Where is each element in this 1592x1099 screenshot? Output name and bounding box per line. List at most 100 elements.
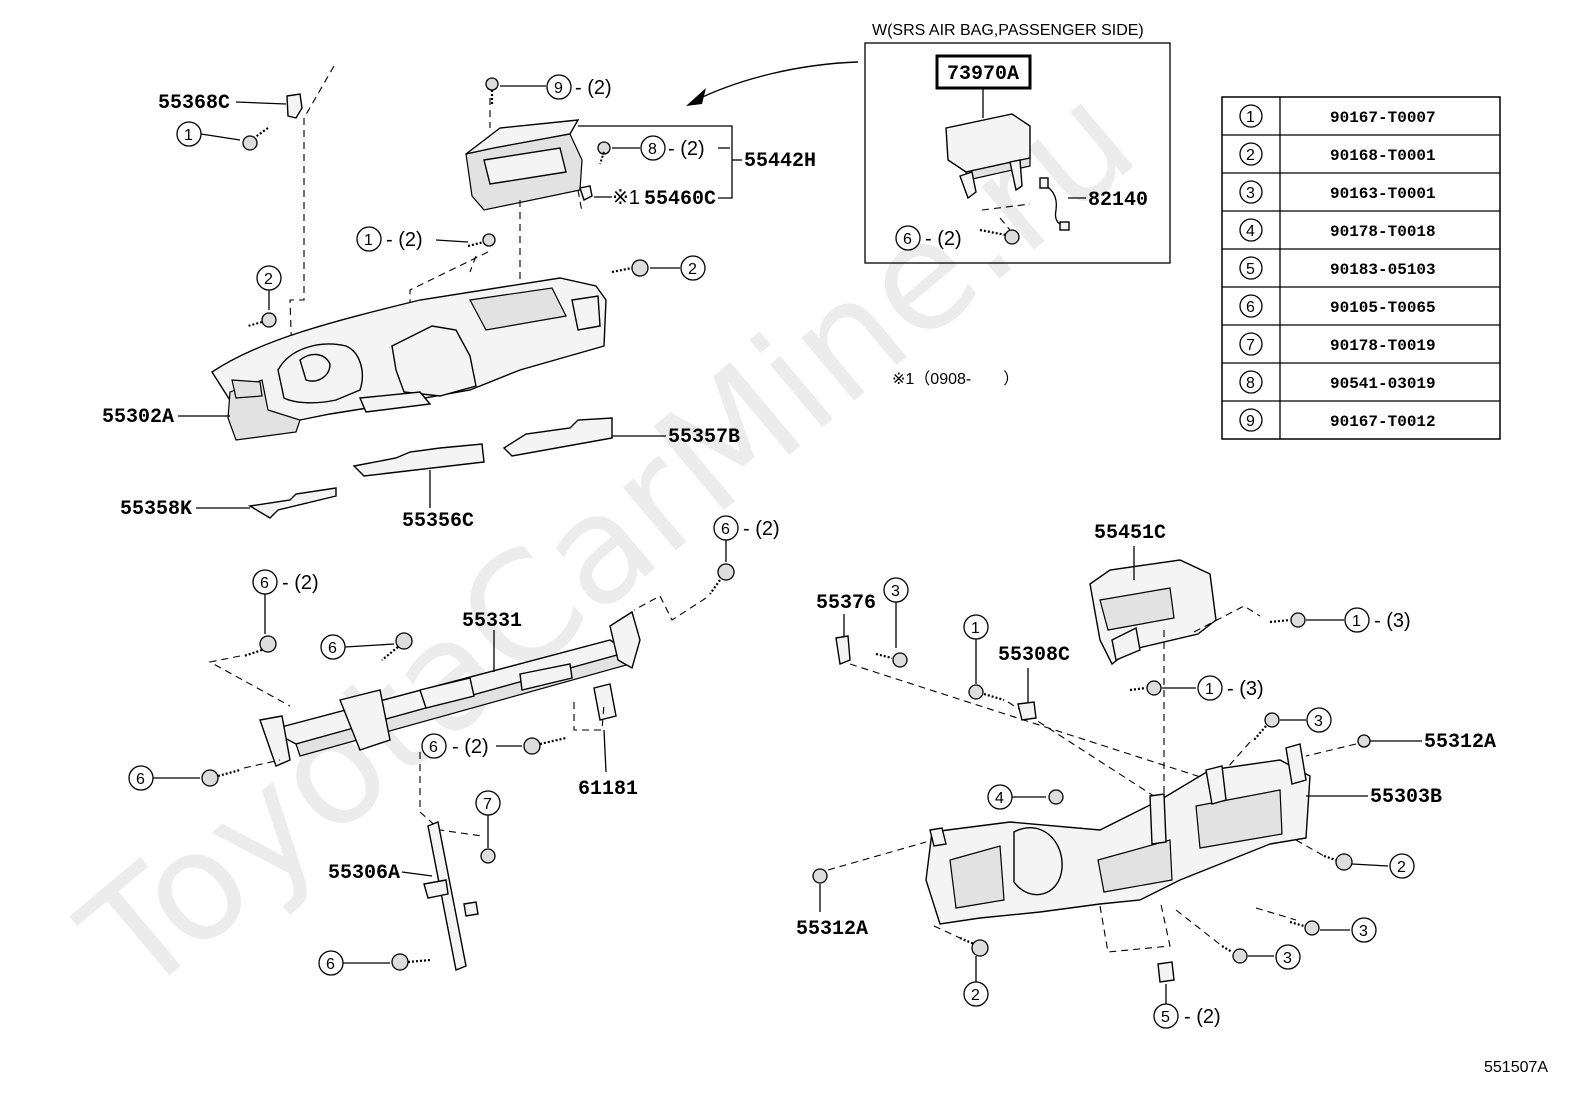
ref-circle-3[interactable]: 3 xyxy=(1283,950,1292,967)
part-55302A-label[interactable]: 55302A xyxy=(102,406,174,429)
svg-text:- (2): - (2) xyxy=(282,572,319,594)
legend-circle xyxy=(1239,256,1263,280)
bolt-icon xyxy=(381,632,413,661)
clip-55308C[interactable] xyxy=(1017,701,1037,721)
inset-fastener-num[interactable]: 6 xyxy=(903,231,912,248)
part-82140-label[interactable]: 82140 xyxy=(1088,189,1148,212)
bolt-icon xyxy=(959,936,989,957)
legend-row-part-number[interactable]: 90105-T0065 xyxy=(1330,299,1436,317)
screw-icon xyxy=(1253,712,1280,741)
bolt-icon xyxy=(1323,853,1353,871)
legend-circle xyxy=(1239,104,1263,128)
svg-text:- (2): - (2) xyxy=(452,736,489,758)
ref-circle-1[interactable]: 1 xyxy=(1205,681,1214,698)
legend-row-part-number[interactable]: 90168-T0001 xyxy=(1330,147,1436,165)
glove-box-55442H[interactable] xyxy=(465,119,583,211)
svg-text:- (2): - (2) xyxy=(575,77,612,99)
bracket-55451C[interactable] xyxy=(1089,559,1217,666)
ref-circle-3[interactable]: 3 xyxy=(1314,713,1323,730)
legend-row-part-number[interactable]: 90163-T0001 xyxy=(1330,185,1436,203)
ref-circle-2[interactable]: 2 xyxy=(1397,859,1406,876)
ref-circle-6[interactable]: 6 xyxy=(721,521,730,538)
svg-text:- (2): - (2) xyxy=(386,229,423,251)
part-55442H-label[interactable]: 55442H xyxy=(744,150,816,173)
nut-icon xyxy=(480,848,496,864)
part-55308C-label[interactable]: 55308C xyxy=(998,644,1070,667)
brace-55306A[interactable] xyxy=(423,821,479,971)
clip-55376[interactable] xyxy=(835,635,851,665)
ref-circle-2[interactable]: 2 xyxy=(971,987,980,1004)
legend-circle xyxy=(1239,408,1263,432)
ref-circle-6[interactable]: 6 xyxy=(326,956,335,973)
screw-icon xyxy=(1221,945,1248,964)
svg-text:- (2): - (2) xyxy=(1184,1006,1221,1028)
legend-row-part-number[interactable]: 90178-T0019 xyxy=(1330,337,1436,355)
part-61181-label[interactable]: 61181 xyxy=(578,778,638,801)
bolt-icon xyxy=(709,563,735,595)
clip-55312A[interactable] xyxy=(1357,734,1371,748)
clip-55312A[interactable] xyxy=(812,868,828,884)
ref-circle-2[interactable]: 2 xyxy=(264,271,273,288)
legend-row-part-number[interactable]: 90178-T0018 xyxy=(1330,223,1436,241)
legend-row-part-number[interactable]: 90167-T0012 xyxy=(1330,413,1436,431)
lower-panel-55303B[interactable] xyxy=(925,743,1311,925)
part-55306A-label[interactable]: 55306A xyxy=(328,862,400,885)
bolt-icon xyxy=(201,768,241,787)
ref-circle-6[interactable]: 6 xyxy=(136,771,145,788)
part-55358K-label[interactable]: 55358K xyxy=(120,498,192,521)
legend-row-num: 1 xyxy=(1246,109,1255,126)
ref-circle-9[interactable]: 9 xyxy=(554,80,563,97)
ref-circle-6[interactable]: 6 xyxy=(328,640,337,657)
part-55312A-label-right[interactable]: 55312A xyxy=(1424,731,1496,754)
part-55357B-label[interactable]: 55357B xyxy=(668,426,740,449)
reinforcement-beam-55331[interactable] xyxy=(259,610,641,767)
ref-circle-3[interactable]: 3 xyxy=(891,583,900,600)
legend-row-num: 3 xyxy=(1246,185,1255,202)
nut-icon xyxy=(1048,789,1064,805)
instrument-panel-55302A[interactable] xyxy=(211,277,607,441)
legend-row-part-number[interactable]: 90541-03019 xyxy=(1330,375,1436,393)
reference-arrow xyxy=(691,61,859,103)
svg-text:- (2): - (2) xyxy=(668,138,705,160)
pad-55358K[interactable] xyxy=(247,487,337,519)
part-55303B-label[interactable]: 55303B xyxy=(1370,786,1442,809)
legend-row-num: 7 xyxy=(1246,337,1255,354)
part-55331-label[interactable]: 55331 xyxy=(462,610,522,633)
airbag-wire[interactable] xyxy=(1039,177,1070,231)
part-55451C-label[interactable]: 55451C xyxy=(1094,522,1166,545)
ref-circle-6[interactable]: 6 xyxy=(429,739,438,756)
clip-55368C[interactable] xyxy=(286,93,303,119)
airbag-module[interactable] xyxy=(945,113,1031,200)
ref-circle-7[interactable]: 7 xyxy=(483,796,492,813)
ref-circle-6[interactable]: 6 xyxy=(260,575,269,592)
part-73970A-label[interactable]: 73970A xyxy=(947,63,1019,86)
ref-circle-1[interactable]: 1 xyxy=(1352,613,1361,630)
ref-circle-2[interactable]: 2 xyxy=(688,261,697,278)
screw-icon xyxy=(1129,680,1162,696)
svg-text:- (3): - (3) xyxy=(1374,610,1411,632)
part-55460C-label[interactable]: 55460C xyxy=(644,188,716,211)
ref-circle-1[interactable]: 1 xyxy=(971,620,980,637)
airbag-inset: W(SRS AIR BAG,PASSENGER SIDE) 73970A 821… xyxy=(864,22,1171,264)
ref-circle-1[interactable]: 1 xyxy=(364,232,373,249)
legend-row-part-number[interactable]: 90167-T0007 xyxy=(1330,109,1436,127)
pad-55356C[interactable] xyxy=(352,443,485,477)
ref-circle-4[interactable]: 4 xyxy=(995,790,1004,807)
ref-circle-8[interactable]: 8 xyxy=(648,141,657,158)
legend-circle xyxy=(1239,294,1263,318)
part-55312A-label-bottom[interactable]: 55312A xyxy=(796,918,868,941)
legend-row-num: 5 xyxy=(1246,261,1255,278)
ref-circle-3[interactable]: 3 xyxy=(1359,923,1368,940)
legend-circle xyxy=(1239,142,1263,166)
legend-row-part-number[interactable]: 90183-05103 xyxy=(1330,261,1436,279)
ref-circle-1[interactable]: 1 xyxy=(184,127,193,144)
ref-circle-5[interactable]: 5 xyxy=(1161,1009,1170,1026)
part-55356C-label[interactable]: 55356C xyxy=(402,510,474,533)
part-55368C-label[interactable]: 55368C xyxy=(158,92,230,115)
pad-55357B[interactable] xyxy=(502,417,613,457)
part-55376-label[interactable]: 55376 xyxy=(816,592,876,615)
screw-icon xyxy=(968,684,1005,702)
legend-circle xyxy=(1239,370,1263,394)
screw-icon xyxy=(611,259,649,277)
